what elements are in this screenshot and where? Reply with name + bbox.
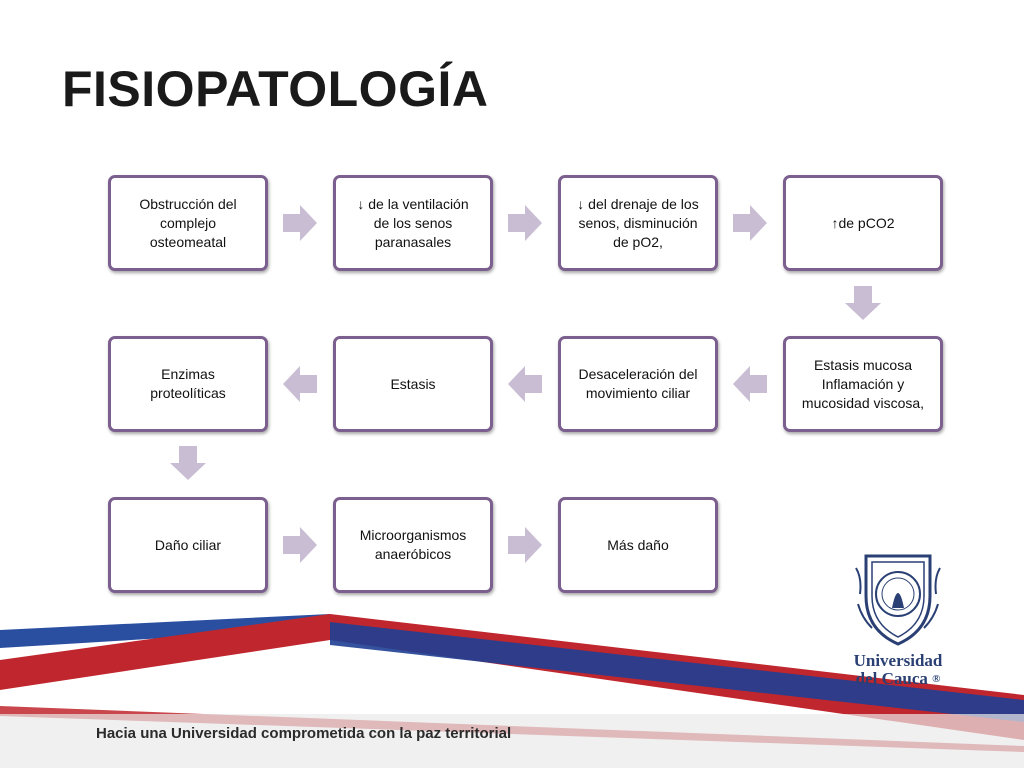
arrow-left-6-7 [508,366,542,402]
arrow-right-2-3 [508,205,542,241]
node-dano-ciliar: Daño ciliar [108,497,268,593]
node-microorganismos-text: Microorganismos anaeróbicos [359,527,467,562]
node-ventilacion-text: ↓ de la ventilación de los senos paranas… [357,195,469,250]
node-enzimas: Enzimas proteolíticas [108,336,268,432]
arrow-right-1-2 [283,205,317,241]
arrow-left-5-6 [733,366,767,402]
arrow-right-10-11 [508,527,542,563]
stripe-blue [330,622,1024,722]
footer-slogan: Hacia una Universidad comprometida con l… [96,725,512,742]
arrow-left-7-8 [283,366,317,402]
stripe-blue-left [0,614,330,648]
node-microorganismos: Microorganismos anaeróbicos [333,497,493,593]
node-dano-ciliar-text: Daño ciliar [154,536,222,553]
university-name-line2-text: del Cauca [855,669,928,688]
node-mas-dano-text: Más daño [607,536,669,553]
university-name-line2: del Cauca ® [850,670,946,688]
node-mas-dano: Más daño [558,497,718,593]
university-name-line1: Universidad [853,651,943,670]
footer-band [0,714,1024,768]
node-desaceleracion: Desaceleración del movimiento ciliar [558,336,718,432]
arrow-right-3-4 [733,205,767,241]
node-obstruccion: Obstrucción del complejo osteomeatal [108,175,268,271]
university-seal-icon [855,554,941,646]
node-enzimas-text: Enzimas proteolíticas [150,366,226,401]
node-pco2: ↑de pCO2 [783,175,943,271]
node-pco2-text: ↑de pCO2 [831,214,895,231]
node-desaceleracion-text: Desaceleración del movimiento ciliar [578,366,698,401]
registered-mark: ® [932,673,941,685]
arrow-down-4-5 [845,286,881,320]
node-ventilacion: ↓ de la ventilación de los senos paranas… [333,175,493,271]
university-name: Universidad del Cauca ® [850,652,946,688]
stripe-red [0,614,1024,740]
arrow-right-9-10 [283,527,317,563]
slide-title: FISIOPATOLOGÍA [62,61,489,117]
node-estasis-mucosa-text: Estasis mucosa Inflamación y mucosidad v… [801,356,925,411]
node-estasis-text: Estasis [390,375,436,392]
arrow-down-8-9 [170,446,206,480]
node-obstruccion-text: Obstrucción del complejo osteomeatal [139,195,237,250]
node-estasis: Estasis [333,336,493,432]
node-estasis-mucosa: Estasis mucosa Inflamación y mucosidad v… [783,336,943,432]
node-drenaje: ↓ del drenaje de los senos, disminución … [558,175,718,271]
node-drenaje-text: ↓ del drenaje de los senos, disminución … [577,195,699,250]
